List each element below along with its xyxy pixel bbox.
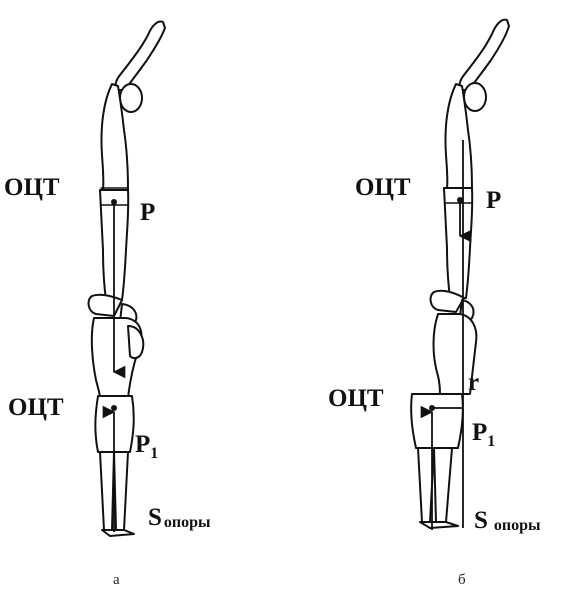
center-of-gravity-dot-upper-a xyxy=(111,199,117,205)
upper-cog-label-a: ОЦТ xyxy=(4,174,60,201)
lower-force-label-b: P1 xyxy=(472,419,495,450)
center-of-gravity-dot-lower-a xyxy=(111,405,117,411)
upper-force-label-b: P xyxy=(486,187,501,214)
upper-cog-label-b: ОЦТ xyxy=(355,174,411,201)
center-of-gravity-dot-upper-b xyxy=(457,197,463,203)
center-of-gravity-dot-lower-b xyxy=(429,405,435,411)
moment-arm-label-b: r xyxy=(468,369,479,396)
lower-force-label-a: P1 xyxy=(135,431,158,462)
acrobat-figure-b xyxy=(411,20,509,528)
caption-a: а xyxy=(113,572,120,588)
lower-cog-label-b: ОЦТ xyxy=(328,385,384,412)
upper-force-label-a: P xyxy=(140,199,155,226)
lower-cog-label-a: ОЦТ xyxy=(8,394,64,421)
caption-b: б xyxy=(458,572,466,588)
